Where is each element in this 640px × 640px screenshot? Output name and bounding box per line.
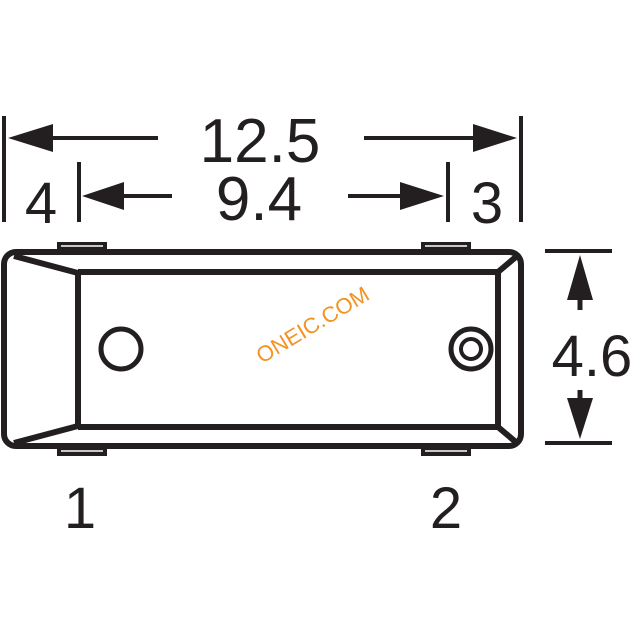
arrow-right-icon — [400, 182, 444, 210]
dimension-label-pad-pitch: 9.4 — [216, 165, 302, 234]
pin-label-4: 4 — [25, 171, 57, 236]
mounting-hole-right-outer — [448, 326, 494, 372]
mounting-hole-left — [98, 326, 144, 372]
body-outline — [1, 249, 524, 449]
arrow-down-icon — [567, 398, 593, 439]
dimension-label-body-height: 4.6 — [552, 324, 633, 389]
pad-4 — [57, 242, 107, 252]
component-body — [1, 242, 524, 456]
dimension-pad-pitch — [77, 162, 450, 222]
body-inner-face — [13, 253, 81, 446]
pin-label-2: 2 — [430, 476, 462, 541]
arrow-up-icon — [567, 255, 593, 300]
arrow-right-icon — [473, 124, 517, 152]
watermark: ONEIC.COM — [252, 281, 374, 368]
arrow-left-icon — [82, 182, 124, 210]
pad-3 — [421, 242, 471, 252]
dimension-body-height — [545, 249, 612, 445]
pin-label-1: 1 — [64, 476, 96, 541]
arrow-left-icon — [8, 124, 53, 152]
pin-label-3: 3 — [471, 171, 503, 236]
dimension-label-overall-length: 12.5 — [200, 107, 321, 176]
dimension-overall-length — [2, 116, 523, 222]
mounting-hole-right-inner — [459, 337, 483, 361]
